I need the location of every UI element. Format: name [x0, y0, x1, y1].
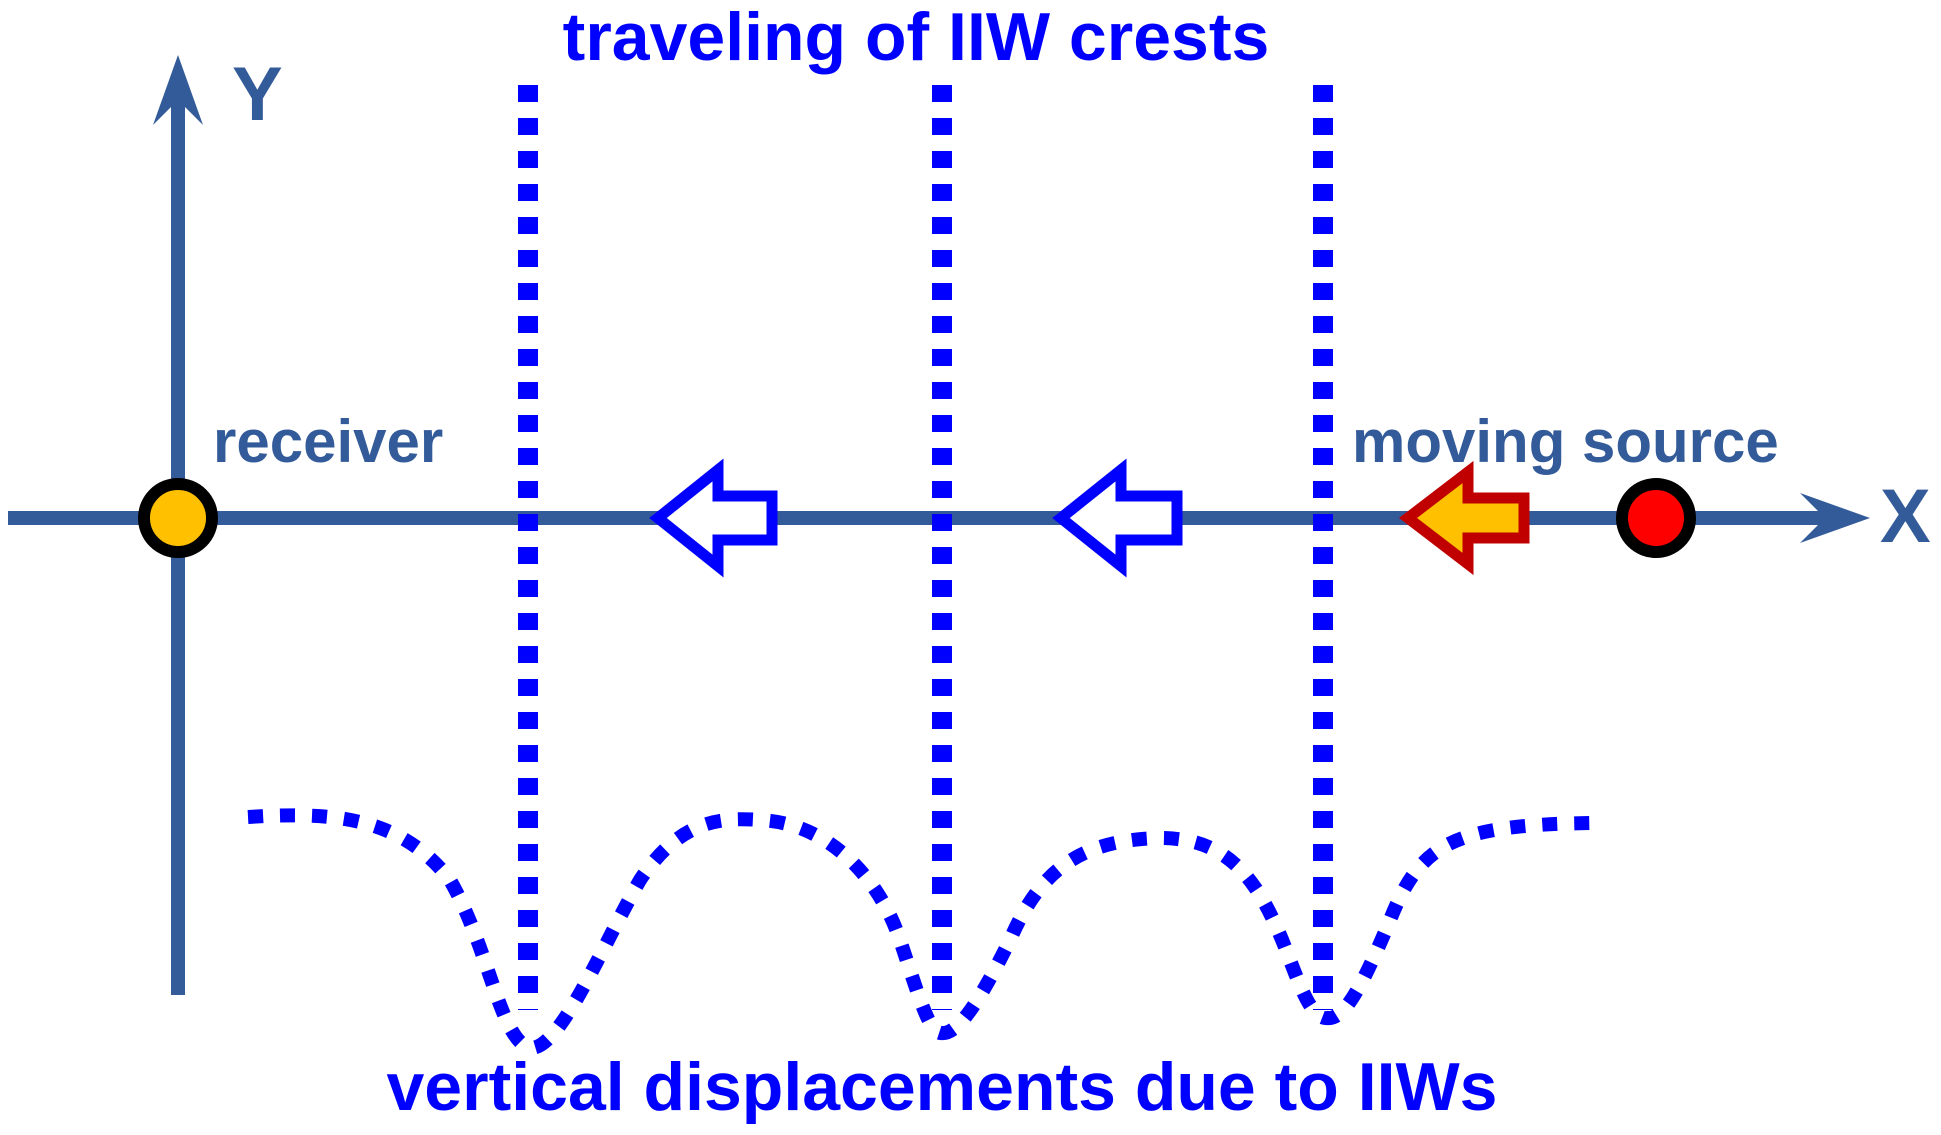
- y-axis-label: Y: [232, 52, 283, 137]
- bottom-label: vertical displacements due to IIWs: [386, 1049, 1497, 1125]
- source-marker: [1616, 478, 1696, 558]
- x-axis-label: X: [1880, 474, 1931, 559]
- source-motion-arrow: [1398, 460, 1530, 576]
- crest-travel-arrow: [1052, 458, 1183, 578]
- displacement-wave: [247, 808, 1591, 1055]
- receiver-label: receiver: [213, 408, 443, 475]
- source-label: moving source: [1352, 408, 1779, 475]
- title: traveling of IIW crests: [563, 0, 1270, 75]
- x-axis-arrowhead: [1800, 493, 1870, 543]
- crest-travel-arrow: [649, 458, 778, 578]
- receiver-marker: [138, 478, 218, 558]
- y-axis-arrowhead: [153, 55, 203, 125]
